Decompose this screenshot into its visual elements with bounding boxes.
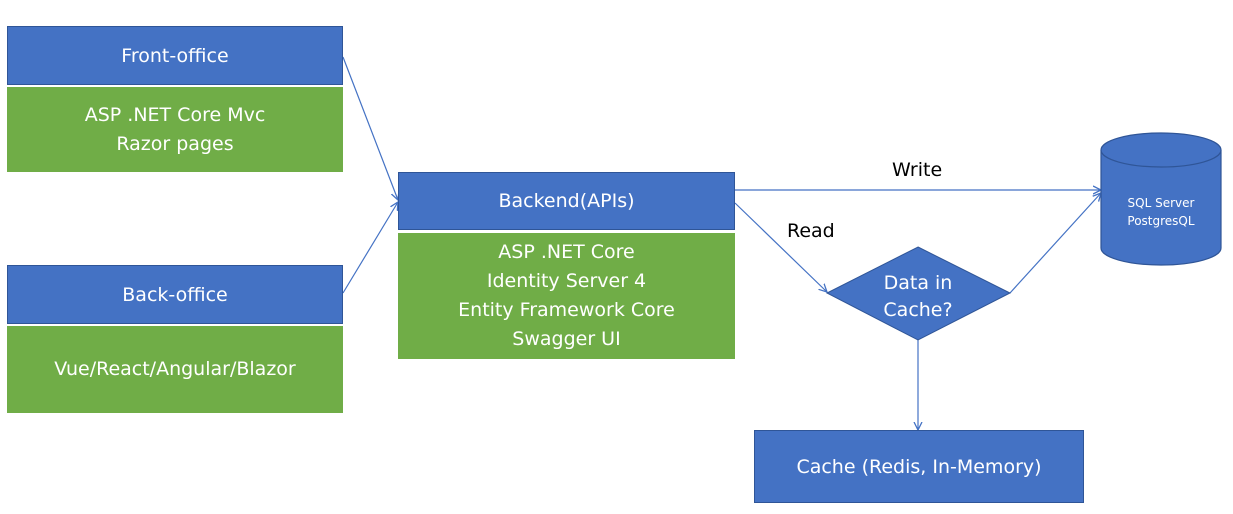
front-office-title: Front-office	[121, 44, 229, 67]
front-office-header: Front-office	[7, 26, 343, 85]
arrow-back-to-backend	[342, 202, 398, 294]
arrow-read	[734, 202, 827, 292]
backend-tech-1: ASP .NET Core	[498, 241, 635, 263]
database-line-1: SQL Server	[1127, 196, 1195, 210]
write-label: Write	[892, 159, 943, 181]
backend-tech-2: Identity Server 4	[486, 270, 647, 292]
cache-box: Cache (Redis, In-Memory)	[754, 430, 1084, 503]
front-office-tech-2: Razor pages	[116, 132, 234, 155]
database-cylinder	[1100, 132, 1222, 266]
back-office-title: Back-office	[122, 283, 228, 306]
backend-stack: ASP .NET Core Identity Server 4 Entity F…	[398, 233, 735, 359]
read-label: Read	[787, 220, 835, 242]
backend-tech-4: Swagger UI	[512, 328, 621, 350]
back-office-tech-1: Vue/React/Angular/Blazor	[54, 358, 296, 380]
arrow-decision-to-db	[1009, 193, 1101, 294]
front-office-tech-1: ASP .NET Core Mvc	[84, 103, 266, 126]
decision-text: Data in Cache?	[847, 270, 989, 324]
backend-title: Backend(APIs)	[498, 190, 635, 212]
decision-line-2: Cache?	[883, 299, 953, 321]
backend-header: Backend(APIs)	[398, 172, 735, 230]
back-office-stack: Vue/React/Angular/Blazor	[7, 326, 343, 413]
database-line-2: PostgresQL	[1127, 214, 1195, 228]
cache-label: Cache (Redis, In-Memory)	[796, 455, 1042, 478]
database-text: SQL Server PostgresQL	[1106, 194, 1216, 230]
decision-line-1: Data in	[883, 272, 953, 294]
decision-diamond	[825, 246, 1012, 341]
backend-tech-3: Entity Framework Core	[458, 299, 675, 321]
front-office-stack: ASP .NET Core Mvc Razor pages	[7, 87, 343, 172]
arrow-front-to-backend	[342, 56, 398, 200]
back-office-header: Back-office	[7, 265, 343, 324]
